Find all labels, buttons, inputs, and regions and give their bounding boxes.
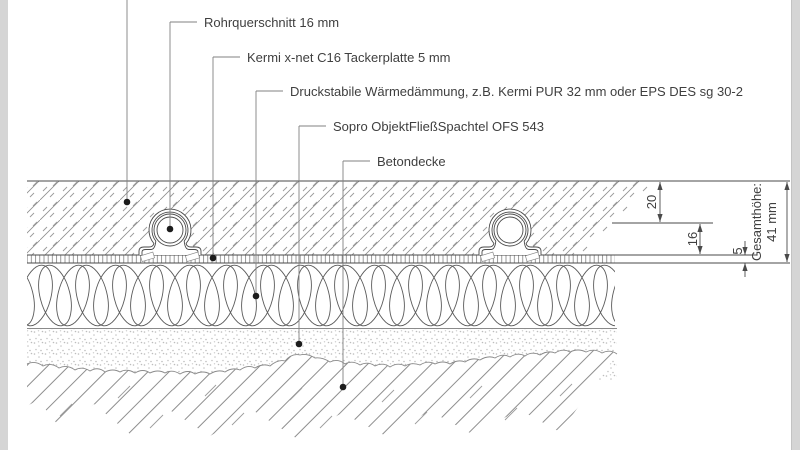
screed-layer — [27, 180, 790, 255]
concrete-short-dashes — [59, 383, 573, 429]
page-edge-right — [791, 0, 800, 450]
page-edge-left — [0, 0, 8, 450]
dim-total-label: Gesamthöhe: — [749, 182, 764, 262]
dim-text-5: 5 — [730, 247, 745, 255]
dimension-lines — [612, 182, 790, 277]
label-tacker-plate: Kermi x-net C16 Tackerplatte 5 mm — [247, 50, 451, 65]
insulation-layer — [27, 263, 617, 329]
heating-pipe-right — [478, 208, 542, 263]
concrete-top-wavy-line — [26, 349, 618, 375]
dim-text-16: 16 — [685, 231, 700, 247]
label-pipe-cross-section: Rohrquerschnitt 16 mm — [204, 15, 340, 30]
label-concrete-slab: Betondecke — [377, 154, 446, 169]
concrete-slab-layer — [26, 349, 618, 438]
leader-dots — [123, 198, 347, 391]
dim-total-value: 41 mm — [764, 202, 779, 242]
label-leveling-compound: Sopro ObjektFließSpachtel OFS 543 — [333, 119, 544, 134]
label-insulation: Druckstabile Wärmedämmung, z.B. Kermi PU… — [290, 84, 743, 99]
dim-text-20: 20 — [644, 194, 659, 210]
leader-lines — [126, 0, 370, 387]
dim-text-total: Gesamthöhe: 41 mm — [749, 177, 779, 267]
